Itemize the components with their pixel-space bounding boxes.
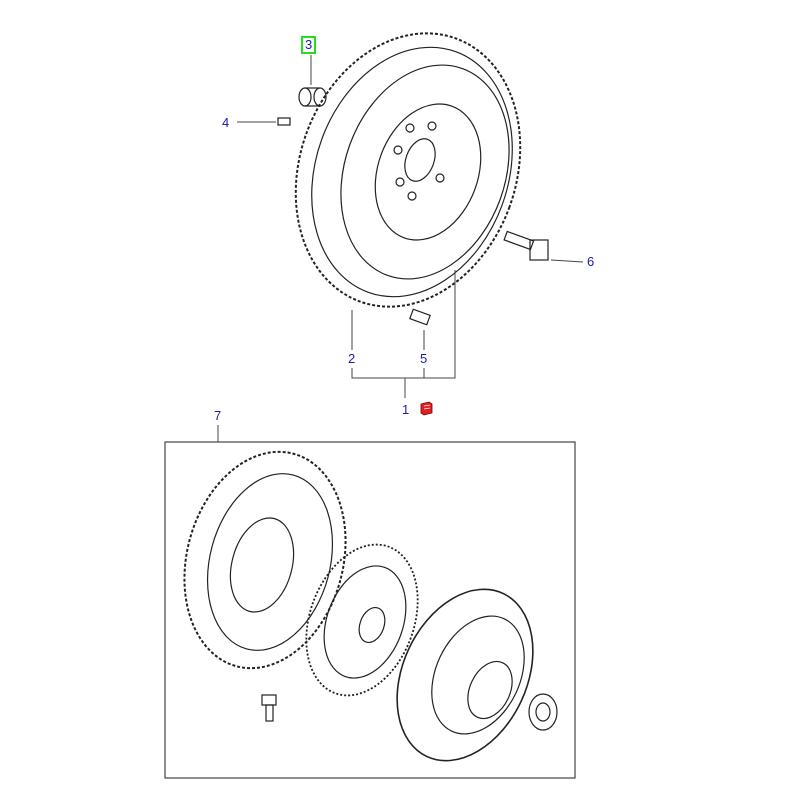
dowel-part-4[interactable] xyxy=(277,117,291,126)
callout-4[interactable]: 4 xyxy=(222,115,230,130)
kit-box xyxy=(164,441,576,779)
shopping-cart-icon[interactable] xyxy=(419,400,433,416)
callout-7[interactable]: 7 xyxy=(214,408,222,423)
callout-5[interactable]: 5 xyxy=(420,351,428,366)
bolt-kit[interactable] xyxy=(261,694,277,722)
callout-2[interactable]: 2 xyxy=(348,351,356,366)
callout-1[interactable]: 1 xyxy=(402,402,410,417)
release-bearing[interactable] xyxy=(528,693,558,731)
callout-3[interactable]: 3 xyxy=(300,36,317,54)
bolt-part-6[interactable] xyxy=(503,230,549,261)
flywheel-kit[interactable] xyxy=(161,434,369,687)
dowel-part-5[interactable] xyxy=(409,308,431,326)
flywheel-upper[interactable] xyxy=(259,2,558,339)
callout-6[interactable]: 6 xyxy=(587,254,595,269)
pressure-plate[interactable] xyxy=(371,567,559,783)
bushing-part-3[interactable] xyxy=(298,87,327,107)
clutch-disc[interactable] xyxy=(286,529,437,711)
